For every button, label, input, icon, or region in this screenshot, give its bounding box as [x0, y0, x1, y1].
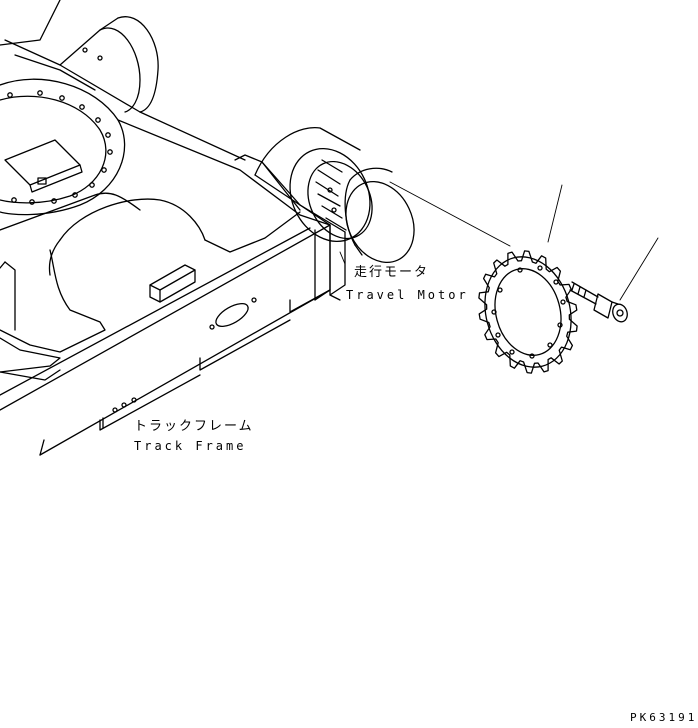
track-frame — [0, 0, 331, 456]
sprocket-bolt-holes — [491, 265, 566, 359]
travel-motor-leader — [339, 251, 346, 265]
track-frame-label-jp: トラックフレーム — [134, 419, 254, 434]
ring-bolt-holes — [7, 47, 113, 205]
drawing-code: PK63191 — [630, 711, 698, 724]
sprocket — [478, 184, 578, 374]
travel-motor-label-jp: 走行モータ — [354, 265, 430, 280]
travel-motor-label-en: Travel Motor — [346, 288, 469, 302]
track-frame-label-en: Track Frame — [134, 439, 247, 453]
mounting-bolt — [569, 237, 659, 323]
travel-motor — [254, 126, 511, 264]
sprocket-teeth — [478, 250, 578, 374]
